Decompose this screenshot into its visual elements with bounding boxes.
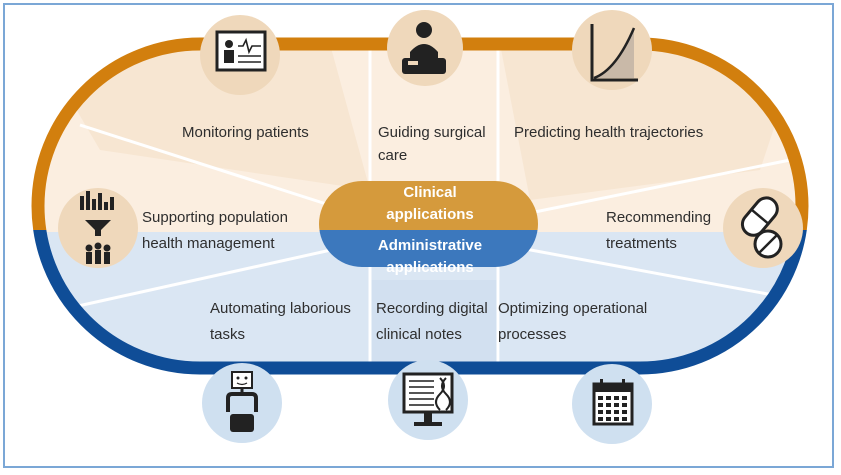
segment-label-automating-line1: Automating laborious [210,300,351,317]
segment-label-recommending-line2: treatments [606,235,677,252]
segment-label-guiding-line1: Guiding surgical [378,124,486,141]
pills-icon [723,188,803,268]
segment-label-optimizing-line1: Optimizing operational [498,300,647,317]
center-pill: Clinical applications Administrative app… [319,181,538,276]
administrative-pill [319,230,538,267]
segment-label-optimizing-line2: processes [498,326,566,343]
segment-label-monitoring: Monitoring patients [182,124,309,141]
patient-monitor-icon [200,15,280,95]
segment-dividers [59,44,801,368]
segment-label-supporting-line2: health management [142,235,275,252]
segment-label-guiding-line2: care [378,147,407,164]
digital-notes-icon [388,360,468,440]
robot-icon [202,363,282,443]
segment-label-recording-line1: Recording digital [376,300,488,317]
administrative-label-line1: Administrative [378,237,482,254]
figure-border [3,3,834,468]
segment-label-recommending-line1: Recommending [606,209,711,226]
segment-label-recording-line2: clinical notes [376,326,462,343]
surgeon-icon [387,10,463,86]
segment-label-predicting: Predicting health trajectories [514,124,703,141]
segment-label-supporting-line1: Supporting population [142,209,288,226]
clinical-label-line2: applications [386,206,474,223]
clinical-ring [31,37,809,230]
clinical-pill [319,181,538,230]
administrative-ring [33,230,807,375]
clinical-label-line1: Clinical [403,184,456,201]
administrative-label-line2: applications [386,259,474,276]
population-funnel-icon [58,188,138,268]
segment-label-automating-line2: tasks [210,326,245,343]
trajectory-graph-icon [572,10,652,90]
calendar-icon [572,364,652,444]
